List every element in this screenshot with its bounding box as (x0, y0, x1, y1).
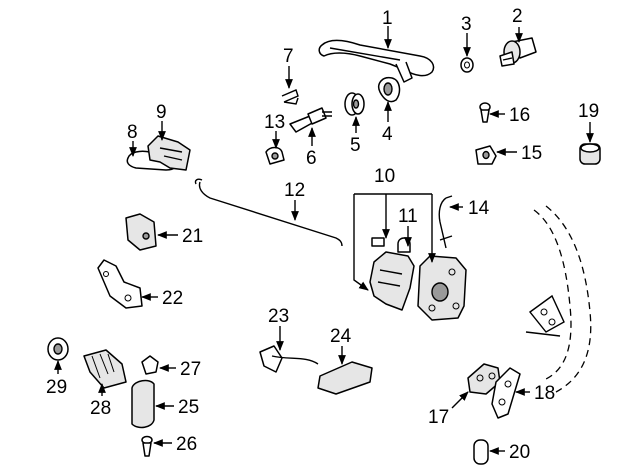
bracket-part (125, 213, 157, 251)
lock-rod-part (194, 178, 343, 247)
callout-6: 6 (306, 148, 317, 169)
callout-17: 17 (428, 407, 449, 428)
door-frame-outline (525, 205, 592, 393)
bumper-part (579, 143, 601, 165)
door-check-part (259, 345, 319, 373)
callout-23: 23 (268, 306, 289, 327)
lock-cylinder-part (499, 37, 537, 67)
callout-1: 1 (382, 8, 393, 29)
callout-16: 16 (509, 105, 530, 126)
callout-14: 14 (468, 198, 490, 219)
nut-part (475, 145, 497, 165)
latch-right-part (417, 255, 467, 321)
outside-handle-part (318, 39, 435, 83)
striker-plate-part (491, 367, 521, 419)
reinforcement-part (97, 259, 143, 309)
callout-28: 28 (90, 398, 111, 419)
bezel-cap-part (378, 76, 401, 103)
callout-7: 7 (283, 46, 294, 67)
callout-19: 19 (578, 101, 599, 122)
screw-part (479, 102, 491, 123)
callout-labels: 1 2 3 4 5 6 7 8 9 10 11 12 13 14 15 16 1… (46, 6, 599, 463)
callout-29: 29 (46, 377, 67, 398)
callout-10: 10 (374, 166, 395, 187)
callout-13: 13 (264, 112, 285, 133)
latch-left-part (369, 237, 415, 311)
callout-21: 21 (182, 226, 203, 247)
callout-20: 20 (509, 442, 530, 463)
grommet-part (344, 92, 365, 116)
callout-4: 4 (382, 124, 393, 145)
callout-5: 5 (350, 135, 361, 156)
small-grommet-part (47, 337, 69, 361)
callout-8: 8 (127, 122, 138, 143)
release-cable-part (438, 195, 453, 249)
callout-24: 24 (330, 326, 352, 347)
callout-25: 25 (178, 397, 199, 418)
callout-2: 2 (512, 6, 523, 27)
spring-clip-part (281, 89, 299, 105)
small-screw-part (141, 435, 153, 457)
leader-lines (54, 26, 594, 455)
callout-26: 26 (176, 434, 197, 455)
cover-part (131, 379, 155, 429)
rod-clip-part (265, 146, 285, 165)
hex-nut-part (141, 355, 159, 375)
callout-12: 12 (284, 180, 305, 201)
callout-15: 15 (521, 143, 542, 164)
washer-part (460, 57, 474, 73)
callout-18: 18 (534, 383, 555, 404)
callout-9: 9 (156, 102, 167, 123)
callout-11: 11 (398, 206, 418, 227)
bushing-part (83, 349, 127, 389)
callout-27: 27 (180, 359, 201, 380)
callout-3: 3 (461, 14, 472, 35)
pad-part (317, 361, 373, 395)
cap-part (473, 439, 489, 465)
callout-22: 22 (162, 288, 183, 309)
pin-part (289, 107, 332, 133)
